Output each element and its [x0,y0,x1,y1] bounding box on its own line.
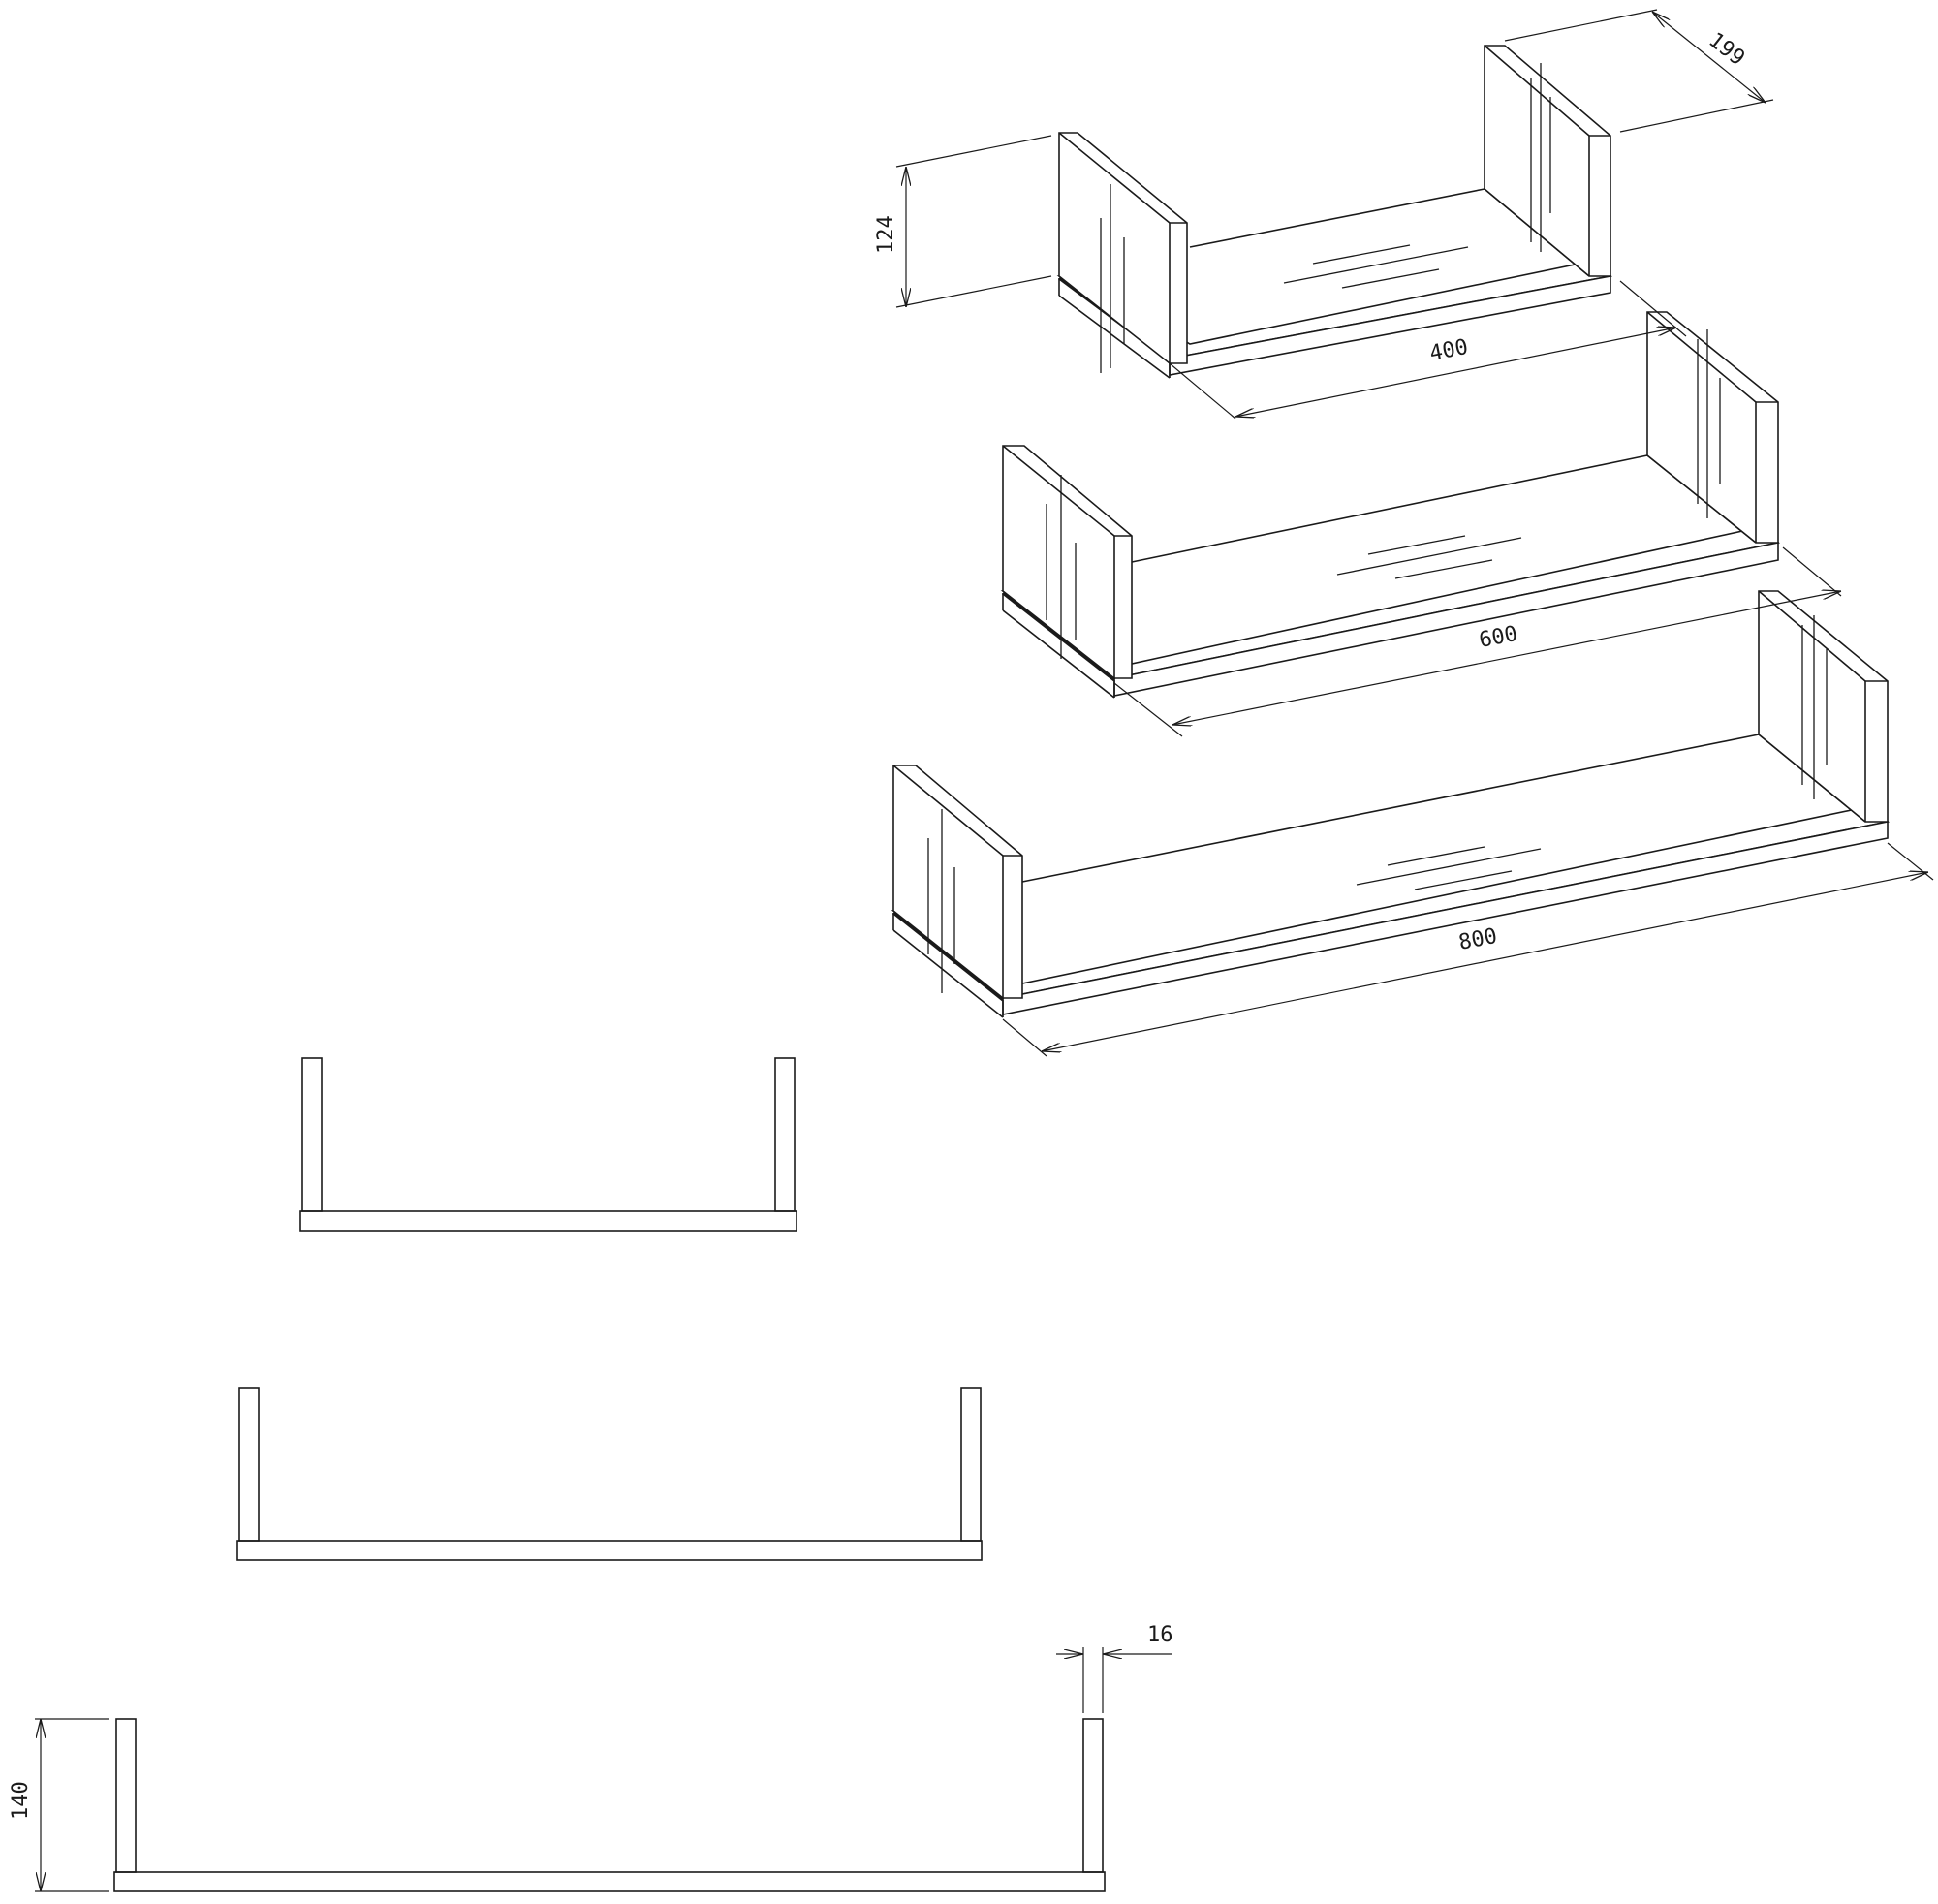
medium-back-wall [1131,454,1648,563]
large-back-wall [1021,734,1760,883]
dim-width-large-label: 800 [1456,924,1499,955]
small-left-panel [1058,132,1188,364]
large-right-panel [1758,590,1889,823]
large-base-top [891,806,1891,999]
dim-thickness-label: 16 [1147,1623,1173,1647]
front-view-medium [236,1387,983,1561]
dim-width-small-label: 400 [1427,335,1470,366]
front-view-small [299,1057,797,1232]
dim-height-front-label: 140 [9,1781,33,1820]
large-left-panel [892,765,1023,999]
small-base-front [1169,275,1611,376]
shelf-medium-iso [1000,311,1781,699]
small-back-wall [1189,188,1485,248]
medium-left-panel [1002,445,1133,679]
medium-right-panel [1646,311,1779,544]
front-view-large: 16 140 [9,1623,1173,1892]
medium-base-front [1113,542,1779,697]
dim-width-medium-label: 600 [1477,622,1519,653]
large-base-front [1002,821,1889,1015]
dim-depth-label: 199 [1704,28,1749,71]
small-right-panel [1484,45,1611,277]
shelf-large-iso [891,590,1891,1018]
dim-height-iso-label: 124 [874,215,898,254]
shelf-small-iso [1056,45,1613,379]
